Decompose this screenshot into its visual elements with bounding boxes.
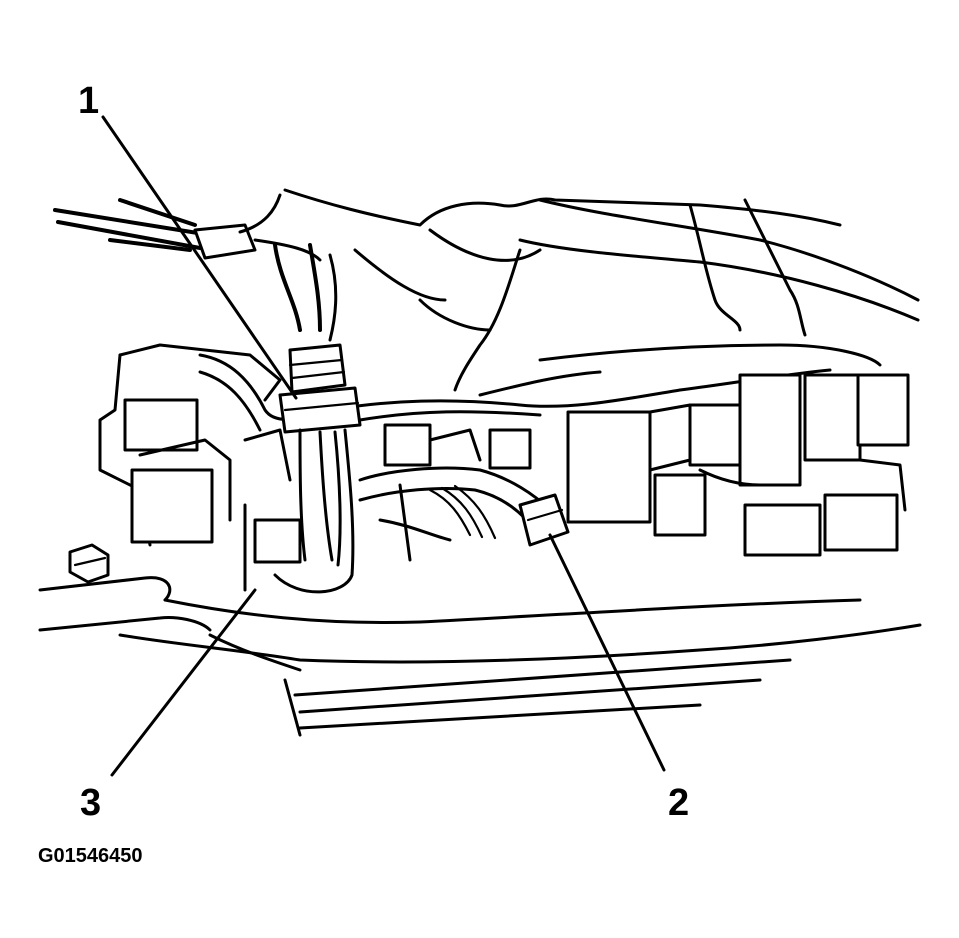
callout-3: 3 — [80, 782, 101, 824]
main-harness-arc — [198, 353, 832, 432]
leader-line-1 — [101, 115, 298, 400]
lower-frame — [38, 576, 922, 737]
upper-harness — [53, 193, 338, 342]
leader-lines — [101, 115, 666, 777]
upper-body-outline — [283, 188, 920, 397]
figure-id: G01546450 — [38, 845, 143, 867]
callout-2: 2 — [668, 782, 689, 824]
bolt — [68, 543, 110, 584]
leader-line-2 — [548, 533, 666, 772]
leader-line-3 — [110, 588, 257, 777]
connector-2 — [518, 493, 570, 547]
callout-1: 1 — [78, 80, 99, 122]
routing-hose — [358, 466, 552, 562]
left-relay-block — [98, 343, 302, 592]
middle-connectors — [383, 423, 532, 470]
harness-clip — [278, 343, 362, 434]
descending-harness — [273, 428, 355, 594]
right-relay-block — [566, 373, 910, 557]
